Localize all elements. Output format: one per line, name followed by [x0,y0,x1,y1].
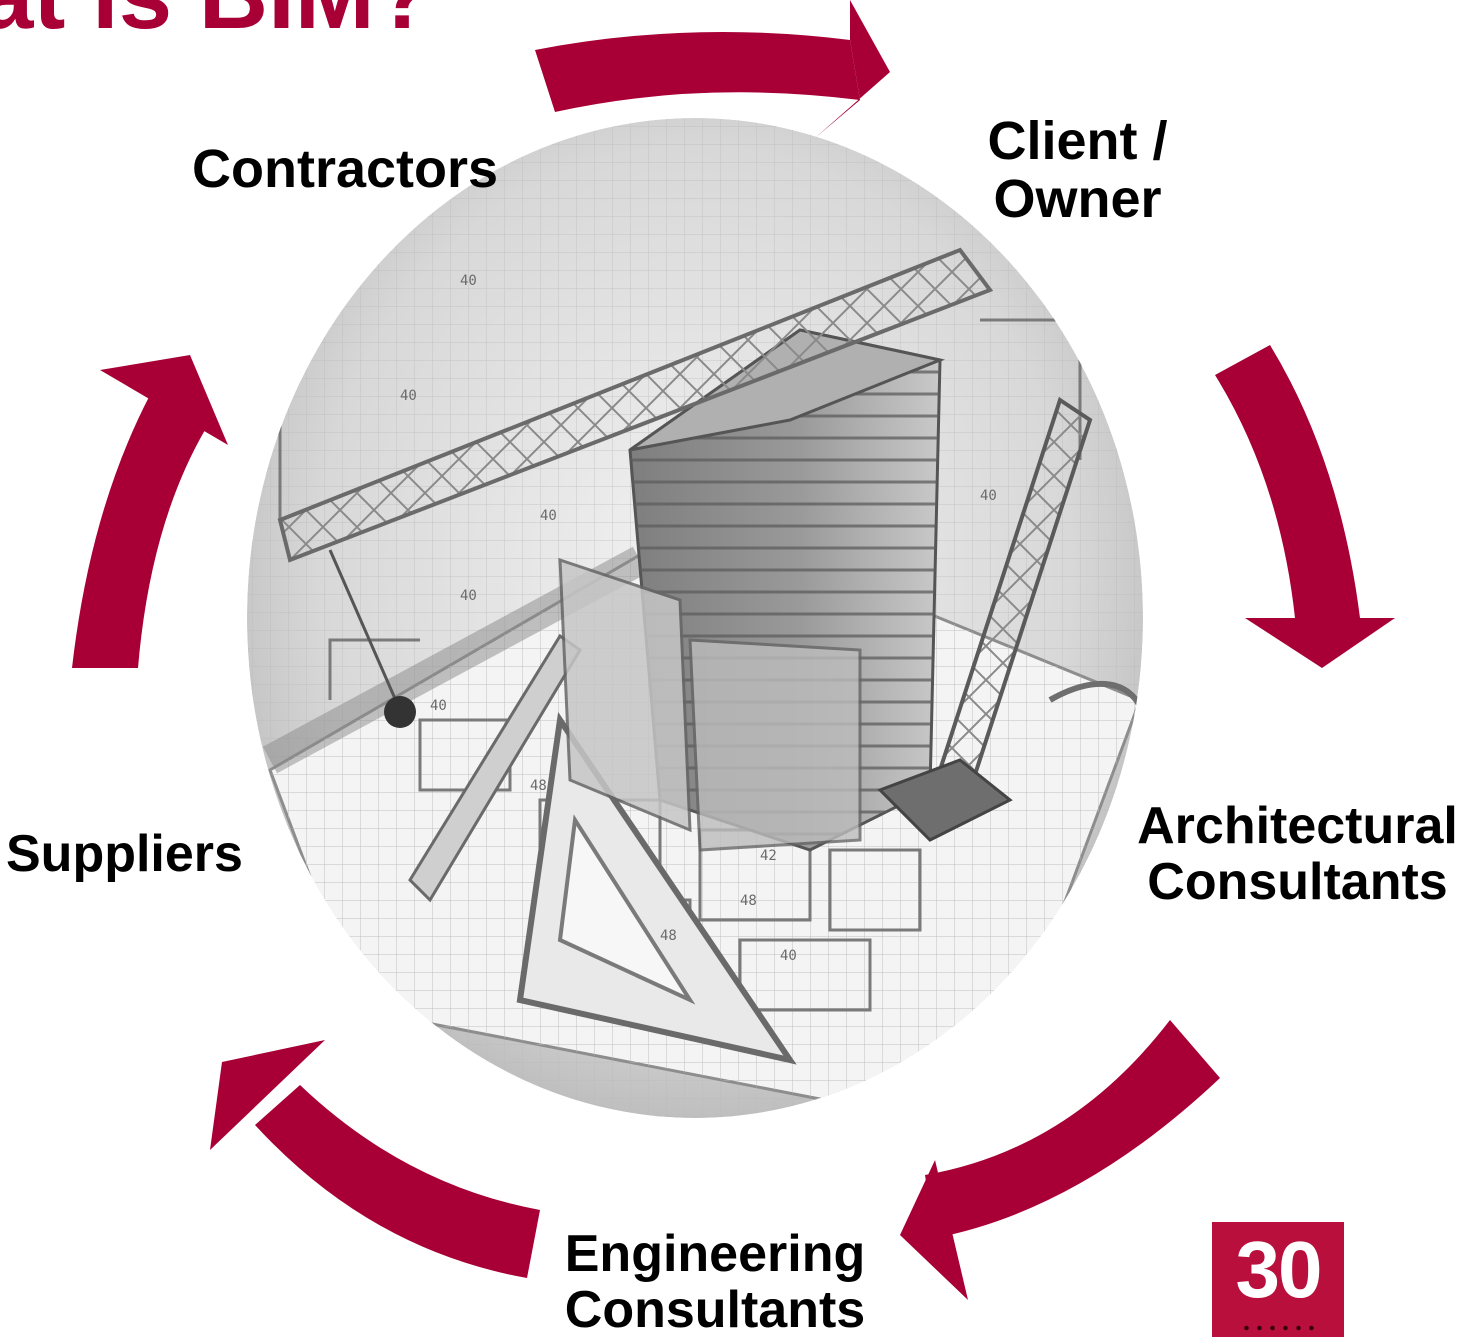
svg-text:40: 40 [460,588,477,604]
svg-text:42: 42 [760,848,777,864]
arrow-contractors-to-client [535,0,890,138]
arrow-engineering-to-suppliers [210,1040,540,1278]
page-number: 30 [1235,1225,1323,1314]
slide-title: at is BIM? [0,0,433,44]
page-number-badge: 30 [1212,1222,1344,1337]
tower-building [558,328,946,852]
svg-text:48: 48 [660,928,677,944]
arrow-suppliers-to-contractors [72,355,228,668]
svg-text:40: 40 [400,388,417,404]
svg-text:40: 40 [540,508,557,524]
arrow-client-to-architectural [1215,345,1395,668]
drafting-triangle [516,711,797,1065]
stakeholder-label-client-owner: Client / Owner [987,111,1168,230]
svg-text:40: 40 [460,273,477,289]
svg-text:40: 40 [430,698,447,714]
stakeholder-label-contractors: Contractors [192,139,499,199]
blueprint-roll [997,680,1143,1118]
drawing-marks: 40 40 40 40 48 42 48 40 48 40 40 [400,273,997,964]
svg-text:48: 48 [530,778,547,794]
center-illustration: 40 40 40 40 48 42 48 40 48 40 40 [247,118,1143,1118]
tower-crane [277,247,1093,842]
badge-dots-decoration [1240,1325,1318,1331]
stakeholder-label-suppliers: Suppliers [6,825,243,883]
stakeholder-label-engineering-consultants: Engineering Consultants [564,1225,866,1339]
stakeholder-label-architectural-consultants: Architectural Consultants [1137,797,1458,912]
svg-text:40: 40 [980,488,997,504]
svg-text:40: 40 [780,948,797,964]
svg-text:48: 48 [740,893,757,909]
cycle-arrows [72,0,1395,1300]
arrow-architectural-to-engineering [900,1020,1220,1300]
